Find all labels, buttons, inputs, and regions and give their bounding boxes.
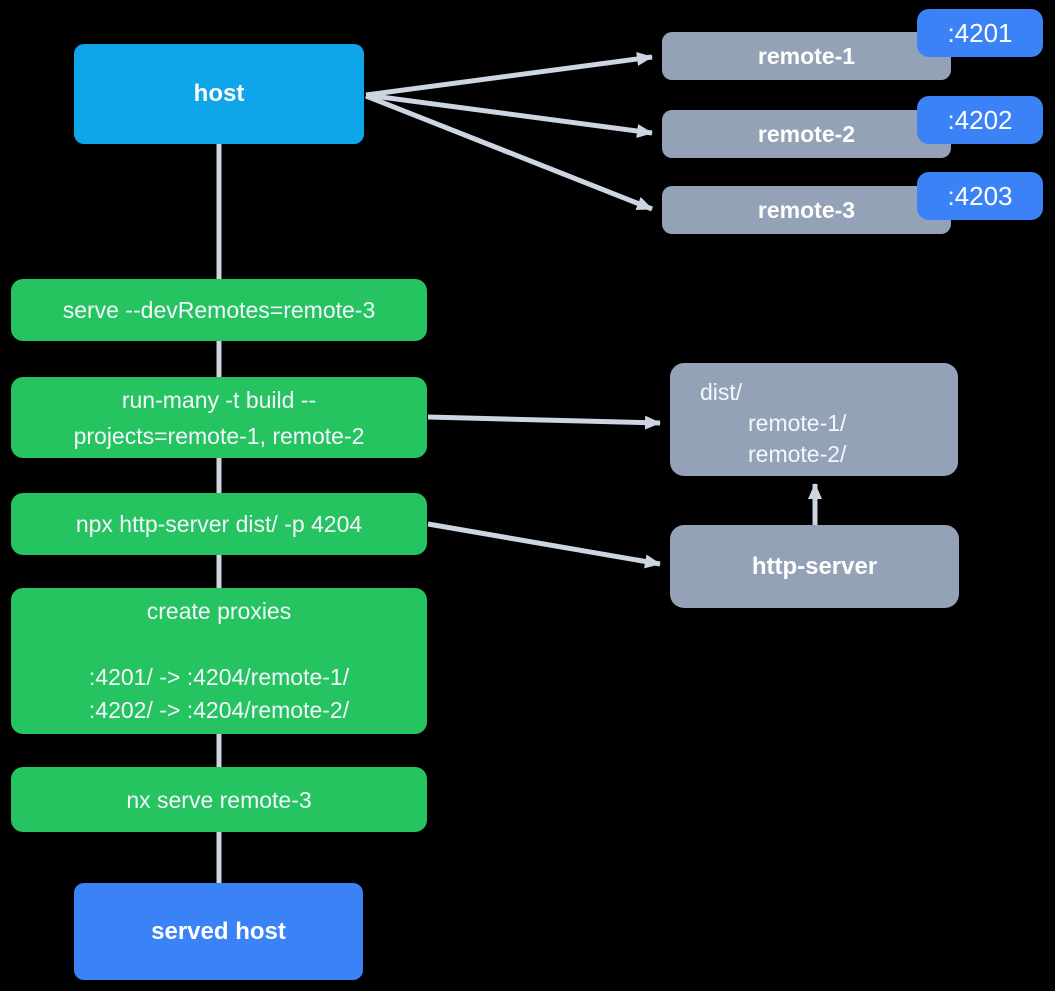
create-proxies-title: create proxies [146,598,292,624]
dist-entry-remote-1: remote-1/ [748,410,847,436]
step-serve: serve --devRemotes=remote-3 [11,279,427,341]
arrow-build-dist [427,414,661,430]
remote-2-label: remote-2 [757,120,856,147]
remote-3-label: remote-3 [757,196,856,223]
port-4203-label: :4203 [947,180,1013,211]
host-label: host [193,80,245,107]
served-host-label: served host [151,917,286,945]
arrow-host-remote-1 [365,52,653,98]
arrow-host-remote-2 [365,92,653,138]
node-host: host [74,44,364,144]
dist-title: dist/ [700,379,743,405]
proxy-mapping-2: :4202/ -> :4204/remote-2/ [88,697,350,723]
step-http-server: npx http-server dist/ -p 4204 [11,493,427,555]
proxy-mapping-1: :4201/ -> :4204/remote-1/ [88,664,350,690]
node-dist: dist/ remote-1/ remote-2/ [670,363,958,476]
node-remote-3: remote-3 [662,186,951,234]
http-server-label: http-server [751,552,878,580]
port-4202-label: :4202 [947,104,1013,135]
node-served-host: served host [74,883,363,980]
node-remote-2: remote-2 [662,110,951,158]
step-serve-remote-3-text: nx serve remote-3 [126,786,312,813]
step-serve-text: serve --devRemotes=remote-3 [62,297,376,323]
step-build: run-many -t build -- projects=remote-1, … [11,377,427,458]
step-http-server-text: npx http-server dist/ -p 4204 [75,511,363,537]
remote-1-label: remote-1 [757,42,856,69]
step-build-line-2: projects=remote-1, remote-2 [73,422,365,449]
step-serve-remote-3: nx serve remote-3 [11,767,427,832]
step-build-line-1: run-many -t build -- [121,386,317,413]
port-4201-label: :4201 [947,17,1013,48]
node-remote-1: remote-1 [662,32,951,80]
node-http-server: http-server [670,525,959,608]
dist-entry-remote-2: remote-2/ [748,441,847,467]
step-create-proxies: create proxies :4201/ -> :4204/remote-1/… [11,588,427,734]
port-badge-4201: :4201 [917,9,1043,57]
arrow-npx-httpserver [427,521,661,569]
arrow-host-remote-3 [365,93,653,212]
port-badge-4203: :4203 [917,172,1043,220]
port-badge-4202: :4202 [917,96,1043,144]
